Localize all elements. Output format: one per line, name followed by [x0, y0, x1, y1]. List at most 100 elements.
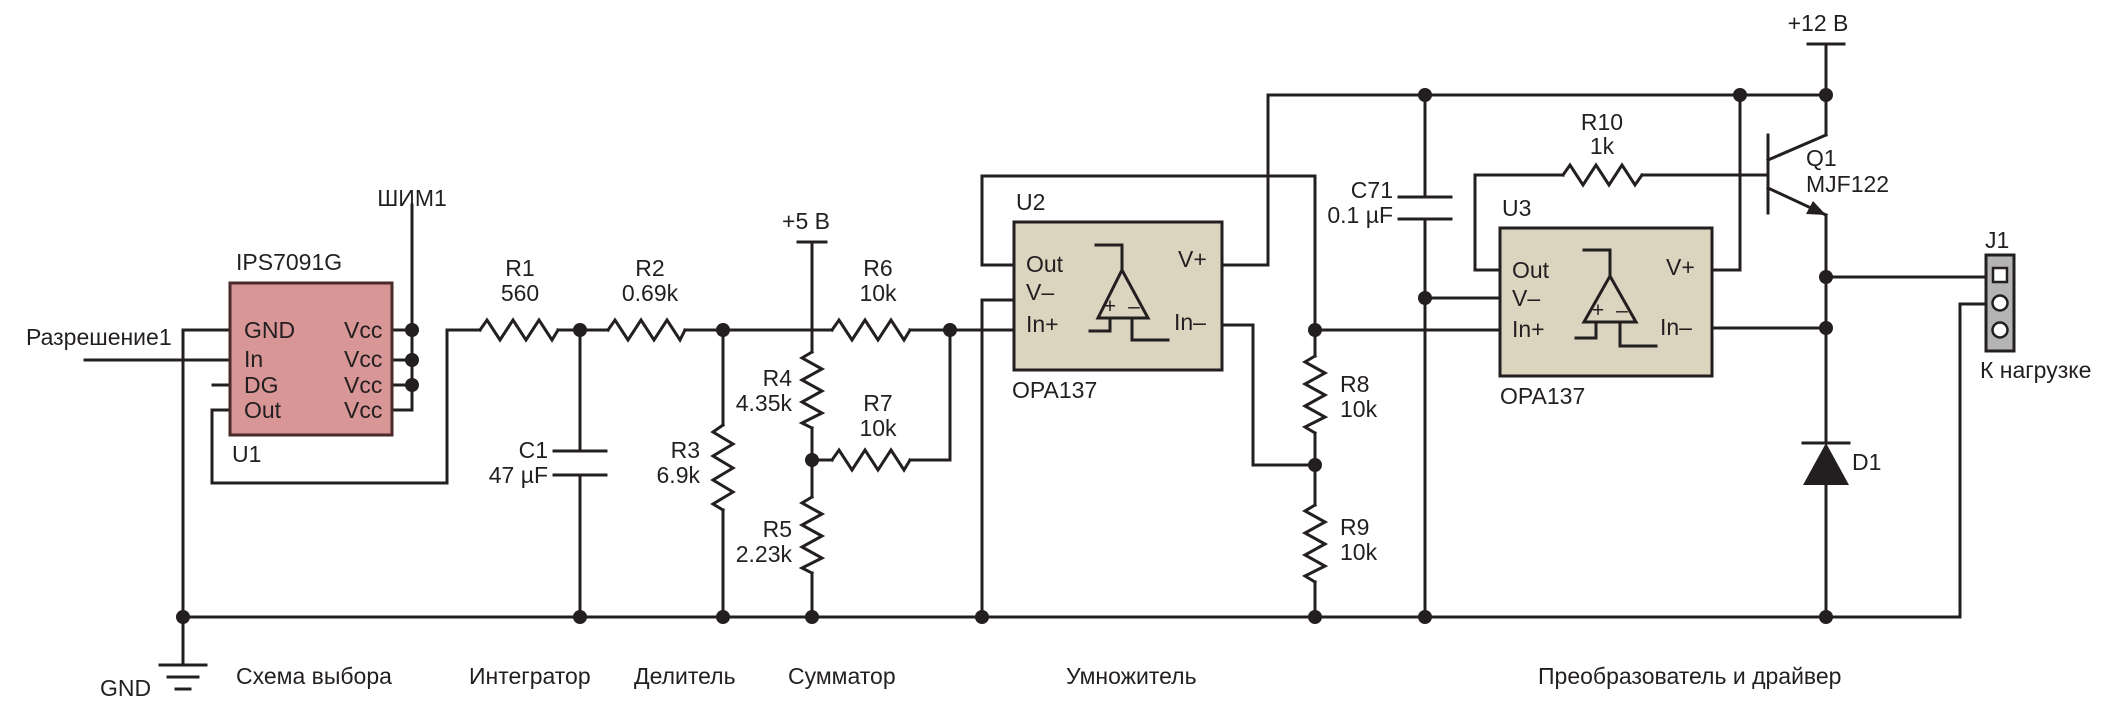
- u3-pin-out: Out: [1512, 257, 1550, 283]
- j1-ref: J1: [1985, 227, 2009, 253]
- u1-vcc-stubs: [390, 328, 414, 412]
- u2-amplifier-symbol: + –: [1088, 243, 1170, 342]
- j1-gnd-wire: [1958, 302, 1992, 619]
- junction-dot: [1418, 291, 1432, 305]
- r6-value: 10k: [859, 280, 897, 306]
- u3-ref: U3: [1502, 195, 1531, 221]
- signal-labels: ШИМ1 Разрешение1 GND +5 В +12 В: [26, 10, 1848, 701]
- u1-pin-out: Out: [244, 397, 282, 423]
- u2-ref: U2: [1016, 189, 1045, 215]
- u2-vminus-wire: [980, 298, 1016, 619]
- u2-vplus-wire: [1220, 93, 1828, 267]
- u2-pin-inminus: In–: [1174, 309, 1206, 335]
- section-integrator: Интегратор: [469, 663, 591, 689]
- r5-ref: R5: [763, 516, 792, 542]
- junction-dot: [405, 378, 419, 392]
- u1-pin-vcc-1: Vcc: [344, 317, 382, 343]
- q1-ref: Q1: [1806, 145, 1837, 171]
- r7-value: 10k: [859, 415, 897, 441]
- junction-dot: [1418, 610, 1432, 624]
- u2-body: [1012, 220, 1224, 372]
- u1-out-feedback-wire: [210, 328, 449, 485]
- r10-ref: R10: [1581, 109, 1623, 135]
- gnd-label: GND: [100, 675, 151, 701]
- resistor-r7: R7 10k: [829, 390, 913, 473]
- q1-emitter-arrow: [1806, 201, 1826, 215]
- u3-opamp: U3 OPA137 Out V– In+ V+ In– + –: [1498, 195, 1714, 409]
- r7-ref: R7: [863, 390, 892, 416]
- u1-pin-in: In: [244, 346, 263, 372]
- junction-dot: [1733, 88, 1747, 102]
- junction-dot: [716, 323, 730, 337]
- d1-triangle: [1803, 443, 1849, 485]
- u3-pin-inplus: In+: [1512, 316, 1545, 342]
- junction-dot: [1308, 323, 1322, 337]
- wires: [83, 42, 1992, 667]
- r5-value: 2.23k: [736, 541, 793, 567]
- u2-pin-vplus: V+: [1178, 246, 1207, 272]
- section-adder: Сумматор: [788, 663, 896, 689]
- junction-dot: [1819, 610, 1833, 624]
- d1-ref: D1: [1852, 449, 1881, 475]
- u3-amp-triangle: [1581, 272, 1639, 324]
- resistor-r8: R8 10k: [1301, 353, 1378, 436]
- enable-label: Разрешение1: [26, 324, 172, 350]
- u1-pin-gnd: GND: [244, 317, 295, 343]
- u3-pin-vminus: V–: [1512, 285, 1540, 311]
- u2-pin-inplus: In+: [1026, 311, 1059, 337]
- u2-out-feedback-wire: [980, 174, 1317, 332]
- diode-d1: D1: [1801, 441, 1881, 485]
- section-selection: Схема выбора: [236, 663, 392, 689]
- u1-ic: IPS7091G U1 GND In DG Out Vcc Vcc Vcc Vc…: [228, 249, 394, 467]
- r10-value: 1k: [1590, 133, 1615, 159]
- u3-part: OPA137: [1500, 383, 1585, 409]
- junction-dot: [1418, 88, 1432, 102]
- connector-j1: J1 К нагрузке: [1980, 227, 2091, 383]
- capacitor-c71: C71 0.1 µF: [1327, 177, 1453, 228]
- junction-dot: [943, 323, 957, 337]
- resistor-r4: R4 4.35k: [736, 349, 826, 431]
- junction-dot: [1308, 610, 1322, 624]
- junction-dot: [573, 610, 587, 624]
- r2-ref: R2: [635, 255, 664, 281]
- u3-pin-inminus: In–: [1660, 314, 1692, 340]
- section-divider: Делитель: [634, 663, 736, 689]
- u2-plus-sign: +: [1104, 295, 1116, 318]
- u2-minus-sign: –: [1128, 295, 1140, 318]
- resistor-r10: R10 1k: [1560, 109, 1645, 188]
- u1-ref-label: U1: [232, 441, 261, 467]
- junction-dot: [1819, 270, 1833, 284]
- r8-ref: R8: [1340, 371, 1369, 397]
- r3-ref: R3: [671, 437, 700, 463]
- ground-symbol: [158, 663, 208, 691]
- transistor-q1: Q1 MJF122: [1766, 133, 1889, 217]
- pwm-label: ШИМ1: [377, 185, 447, 211]
- u3-out-feedback-wire: [1473, 173, 1565, 272]
- junction-dot: [805, 453, 819, 467]
- u1-pin-dg: DG: [244, 372, 279, 398]
- r8-value: 10k: [1340, 396, 1378, 422]
- u1-pin-vcc-2: Vcc: [344, 346, 382, 372]
- u2-amp-triangle: [1095, 266, 1151, 320]
- r1-value: 560: [501, 280, 539, 306]
- junction-dot: [805, 610, 819, 624]
- junction-dot: [716, 610, 730, 624]
- r9-ref: R9: [1340, 514, 1369, 540]
- resistor-r1: R1 560: [477, 255, 561, 343]
- resistor-r3: R3 6.9k: [657, 422, 736, 513]
- j1-pin-2: [1991, 294, 2009, 312]
- r3-value: 6.9k: [657, 462, 701, 488]
- r2-value: 0.69k: [622, 280, 679, 306]
- resistor-r9: R9 10k: [1301, 502, 1378, 585]
- junction-dot: [405, 323, 419, 337]
- u1-part-label: IPS7091G: [236, 249, 342, 275]
- u3-pin-vplus: V+: [1666, 254, 1695, 280]
- u2-opamp: U2 OPA137 Out V– In+ V+ In– + –: [1012, 189, 1224, 403]
- r6-ref: R6: [863, 255, 892, 281]
- u2-part: OPA137: [1012, 377, 1097, 403]
- resistor-r5: R5 2.23k: [736, 494, 826, 576]
- plus12-label: +12 В: [1788, 10, 1849, 36]
- j1-pin-1: [1991, 266, 2009, 284]
- u1-body: [228, 281, 394, 437]
